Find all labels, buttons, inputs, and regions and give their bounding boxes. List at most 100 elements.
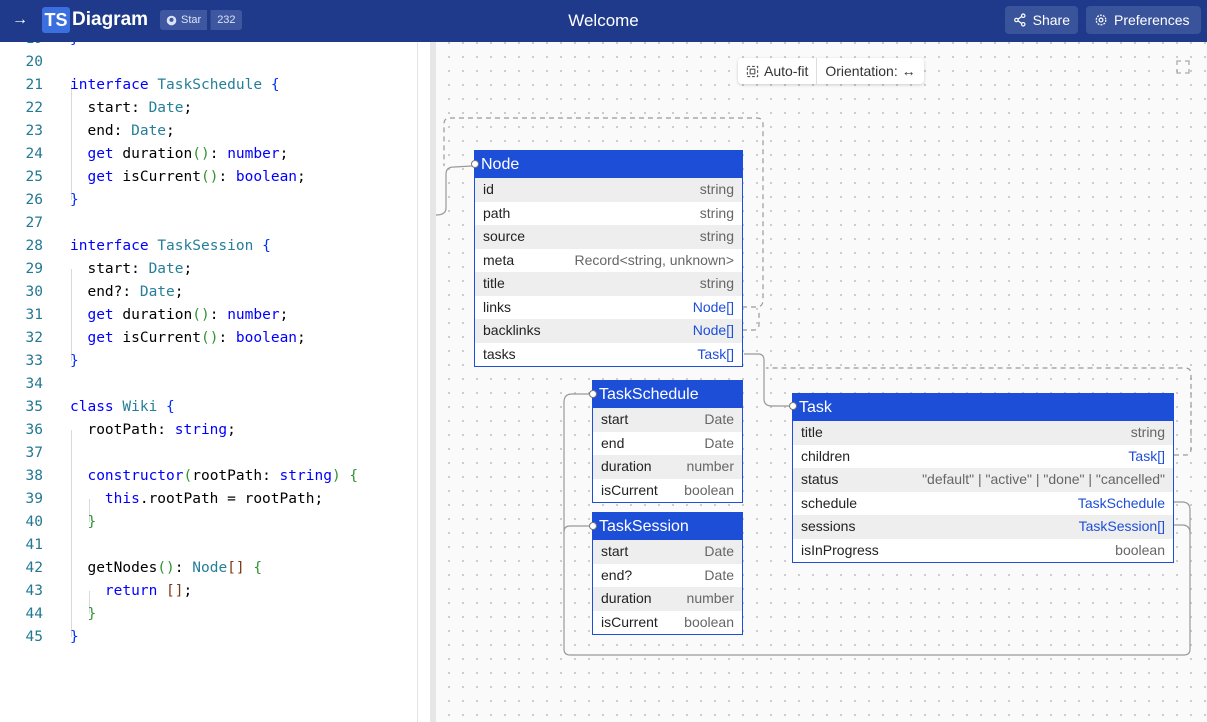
github-icon [166,15,177,25]
field-name: isInProgress [801,541,879,558]
field-type[interactable]: Task[] [1128,447,1165,464]
port-tasksession-in[interactable] [589,522,597,530]
orientation-button[interactable]: Orientation: ↔ [817,58,923,84]
field-name: path [483,204,511,221]
line-number: 41 [25,537,43,553]
line-number: 27 [25,215,43,231]
code-line[interactable]: 34 [0,373,417,396]
code-line[interactable]: 45} [0,626,417,649]
code-line[interactable]: 42 getNodes(): Node[] { [0,557,417,580]
code-line[interactable]: 43 return []; [0,580,417,603]
github-star-widget[interactable]: Star 232 [160,10,242,30]
field-row[interactable]: end?Date [593,564,742,588]
edge-links-self [443,117,764,308]
port-task-in[interactable] [789,402,797,410]
github-star-button[interactable]: Star [160,10,208,30]
code-line[interactable]: 36 rootPath: string; [0,419,417,442]
code-line[interactable]: 38 constructor(rootPath: string) { [0,465,417,488]
logo-text: Diagram [72,9,149,30]
share-icon [1014,13,1026,27]
field-row[interactable]: status"default" | "active" | "done" | "c… [793,468,1173,492]
field-type[interactable]: Task[] [697,345,734,362]
code-text: get isCurrent(): boolean; [87,169,306,185]
code-line[interactable]: 25 get isCurrent(): boolean; [0,166,417,189]
field-type[interactable]: TaskSchedule [1077,494,1165,511]
field-type: number [686,458,734,474]
code-line[interactable]: 20 [0,51,417,74]
code-line[interactable]: 31 get duration(): number; [0,304,417,327]
field-type: string [699,275,734,291]
code-line[interactable]: 32 get isCurrent(): boolean; [0,327,417,350]
code-line[interactable]: 29 start: Date; [0,258,417,281]
code-line[interactable]: 37 [0,442,417,465]
code-line[interactable]: 26} [0,189,417,212]
code-line[interactable]: 33} [0,350,417,373]
code-text: } [87,514,97,530]
code-line[interactable]: 40 } [0,511,417,534]
line-number: 33 [25,353,43,369]
port-taskschedule-in[interactable] [589,390,597,398]
code-line[interactable]: 24 get duration(): number; [0,143,417,166]
code-line[interactable]: 27 [0,212,417,235]
github-star-count[interactable]: 232 [210,10,242,30]
share-button[interactable]: Share [1005,6,1078,34]
pane-divider[interactable] [430,42,436,722]
code-line[interactable]: 44 } [0,603,417,626]
autofit-button[interactable]: Auto-fit [738,58,816,84]
edge-backlinks-self [742,312,760,331]
fullscreen-icon[interactable] [1176,60,1190,74]
orientation-label: Orientation: ↔ [825,63,916,79]
code-text: } [87,606,97,622]
arrow-right-icon[interactable]: → [12,11,28,28]
code-line[interactable]: 30 end?: Date; [0,281,417,304]
line-number: 22 [25,100,43,116]
line-number: 38 [25,468,43,484]
diagram-edges [436,117,1192,656]
field-type: string [1130,424,1165,440]
field-row[interactable]: isInProgress boolean [793,539,1173,563]
code-line[interactable]: 19} [0,42,417,51]
field-name: isCurrent [601,481,658,498]
preferences-button[interactable]: Preferences [1086,6,1201,34]
port-node-in[interactable] [471,160,479,168]
code-line[interactable]: 39 this.rootPath = rootPath; [0,488,417,511]
field-type[interactable]: Node[] [692,298,734,315]
code-line[interactable]: 22 start: Date; [0,97,417,120]
field-type[interactable]: TaskSession[] [1078,518,1165,534]
field-type: Date [704,411,734,427]
code-line[interactable]: 23 end: Date; [0,120,417,143]
code-line[interactable]: 41 [0,534,417,557]
github-star-label: Star [181,14,202,26]
field-type[interactable]: Node[] [692,322,734,338]
edge-children-self [766,367,1192,456]
field-type: boolean [1115,541,1165,558]
